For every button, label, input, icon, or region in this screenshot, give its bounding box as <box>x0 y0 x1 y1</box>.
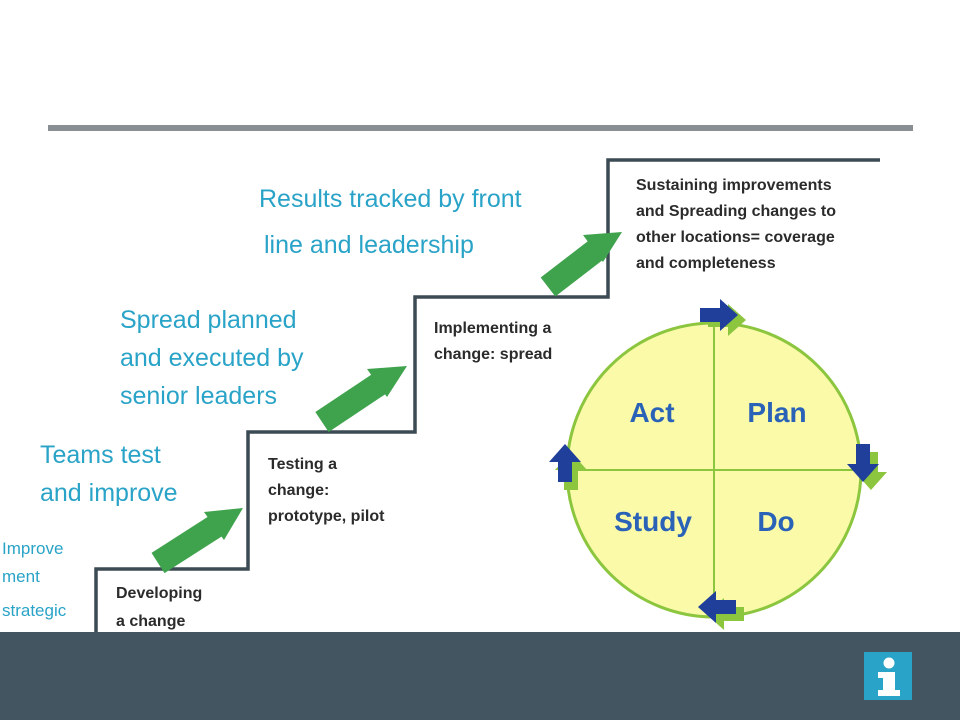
left-edge-text: Improve ment strategic <box>2 535 66 625</box>
arrow-right-icon <box>700 299 746 336</box>
staircase-line <box>94 158 880 632</box>
step-line: and Spreading changes to <box>636 203 837 220</box>
step-sustaining: Sustaining improvements and Spreading ch… <box>636 173 836 277</box>
label-spread-planned: Spread planned and executed by senior le… <box>120 301 303 415</box>
left-edge-line: strategic <box>2 601 67 620</box>
arrow-down-icon <box>847 444 887 490</box>
step-line: other locations= coverage <box>636 229 835 246</box>
label-line: and improve <box>40 479 178 507</box>
label-line: line and leadership <box>264 231 474 259</box>
step-line: Developing <box>116 585 203 602</box>
info-icon-glyph <box>878 657 900 696</box>
step-developing: Developing a change <box>116 580 202 636</box>
info-icon <box>864 652 912 700</box>
arrow-up-icon <box>549 444 587 490</box>
label-teams-test: Teams test and improve <box>40 436 178 512</box>
label-line: Spread planned <box>120 306 297 334</box>
step-testing: Testing a change: prototype, pilot <box>268 452 384 530</box>
label-line: and executed by <box>120 344 304 372</box>
step-implementing: Implementing a change: spread <box>434 316 552 368</box>
left-edge-line: Improve <box>2 539 64 558</box>
arrow-left-icon <box>698 591 744 630</box>
arrow-up-right-icon <box>315 366 407 432</box>
step-line: change: <box>268 482 330 499</box>
arrow-up-right-icon <box>540 232 622 297</box>
step-line: and completeness <box>636 255 776 272</box>
step-line: a change <box>116 613 186 630</box>
step-line: change: spread <box>434 346 553 363</box>
footer-bar <box>0 632 960 720</box>
step-line: Sustaining improvements <box>636 177 832 194</box>
pdsa-act-label: Act <box>629 397 674 428</box>
step-line: Implementing a <box>434 320 552 337</box>
pdsa-study-label: Study <box>614 506 692 537</box>
pdsa-cycle <box>565 321 863 619</box>
pdsa-do-label: Do <box>757 506 794 537</box>
label-line: Results tracked by front <box>259 185 522 213</box>
label-line: Teams test <box>40 441 161 469</box>
pdsa-plan-label: Plan <box>747 397 806 428</box>
left-edge-line: ment <box>2 567 40 586</box>
step-line: Testing a <box>268 456 338 473</box>
step-line: prototype, pilot <box>268 508 385 525</box>
arrow-up-right-icon <box>151 508 243 574</box>
title-divider <box>48 125 913 131</box>
label-results-tracked: Results tracked by front line and leader… <box>259 176 522 268</box>
label-line: senior leaders <box>120 382 278 410</box>
